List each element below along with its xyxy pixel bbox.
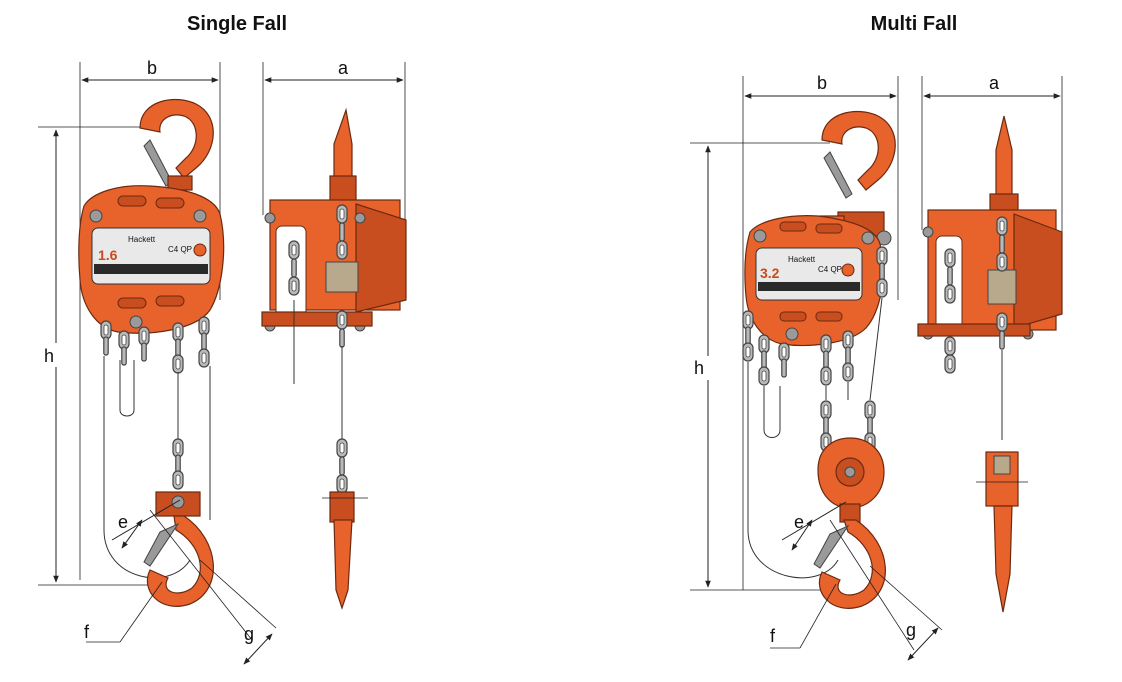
single-data-plate: 1.6 Hackett C4 QP (91, 227, 211, 285)
single-chains (100, 316, 211, 579)
multi-dim-a: a (921, 73, 1063, 240)
multi-label-h: h (694, 358, 704, 378)
multi-data-plate: 3.2 Hackett C4 QP (755, 247, 863, 301)
multi-label-e: e (794, 512, 804, 532)
multi-label-a: a (989, 73, 1000, 93)
single-label-f: f (84, 622, 90, 642)
single-bottom-hook (143, 491, 214, 607)
multi-plate-model: C4 QP (818, 265, 842, 274)
multi-label-g: g (906, 620, 916, 640)
single-fall-panel: Single Fall b a h (38, 13, 407, 665)
multi-plate-capacity: 3.2 (760, 265, 780, 281)
multi-dim-g: g (829, 519, 943, 661)
single-label-b: b (147, 58, 157, 78)
single-label-a: a (338, 58, 349, 78)
single-label-e: e (118, 512, 128, 532)
multi-dim-e: e (781, 501, 847, 551)
multi-hoist-body: 3.2 Hackett C4 QP (744, 215, 884, 347)
single-side-view (261, 107, 407, 610)
single-label-h: h (44, 346, 54, 366)
multi-bottom-hook (813, 437, 886, 609)
multi-side-view (917, 115, 1063, 613)
single-label-g: g (244, 624, 254, 644)
multi-fall-panel: Multi Fall b a h (690, 13, 1063, 661)
single-dim-h: h (38, 126, 160, 586)
single-dim-f: f (84, 581, 163, 643)
multi-chains (742, 246, 888, 579)
multi-dim-b: b (742, 73, 899, 590)
single-dim-g: g (149, 509, 277, 665)
multi-label-f: f (770, 626, 776, 646)
single-plate-brand: Hackett (128, 235, 156, 244)
single-hoist-body: 1.6 Hackett C4 QP (78, 185, 225, 334)
multi-label-b: b (817, 73, 827, 93)
single-fall-title: Single Fall (187, 13, 287, 35)
multi-fall-title: Multi Fall (871, 13, 958, 35)
single-top-hook (139, 98, 214, 191)
multi-plate-brand: Hackett (788, 255, 816, 264)
single-dim-a: a (262, 58, 406, 220)
multi-top-hook (819, 110, 896, 246)
multi-dim-f: f (770, 583, 837, 649)
single-plate-capacity: 1.6 (98, 247, 118, 263)
multi-dim-h: h (690, 142, 832, 591)
single-dim-e: e (111, 499, 181, 549)
single-plate-model: C4 QP (168, 245, 192, 254)
